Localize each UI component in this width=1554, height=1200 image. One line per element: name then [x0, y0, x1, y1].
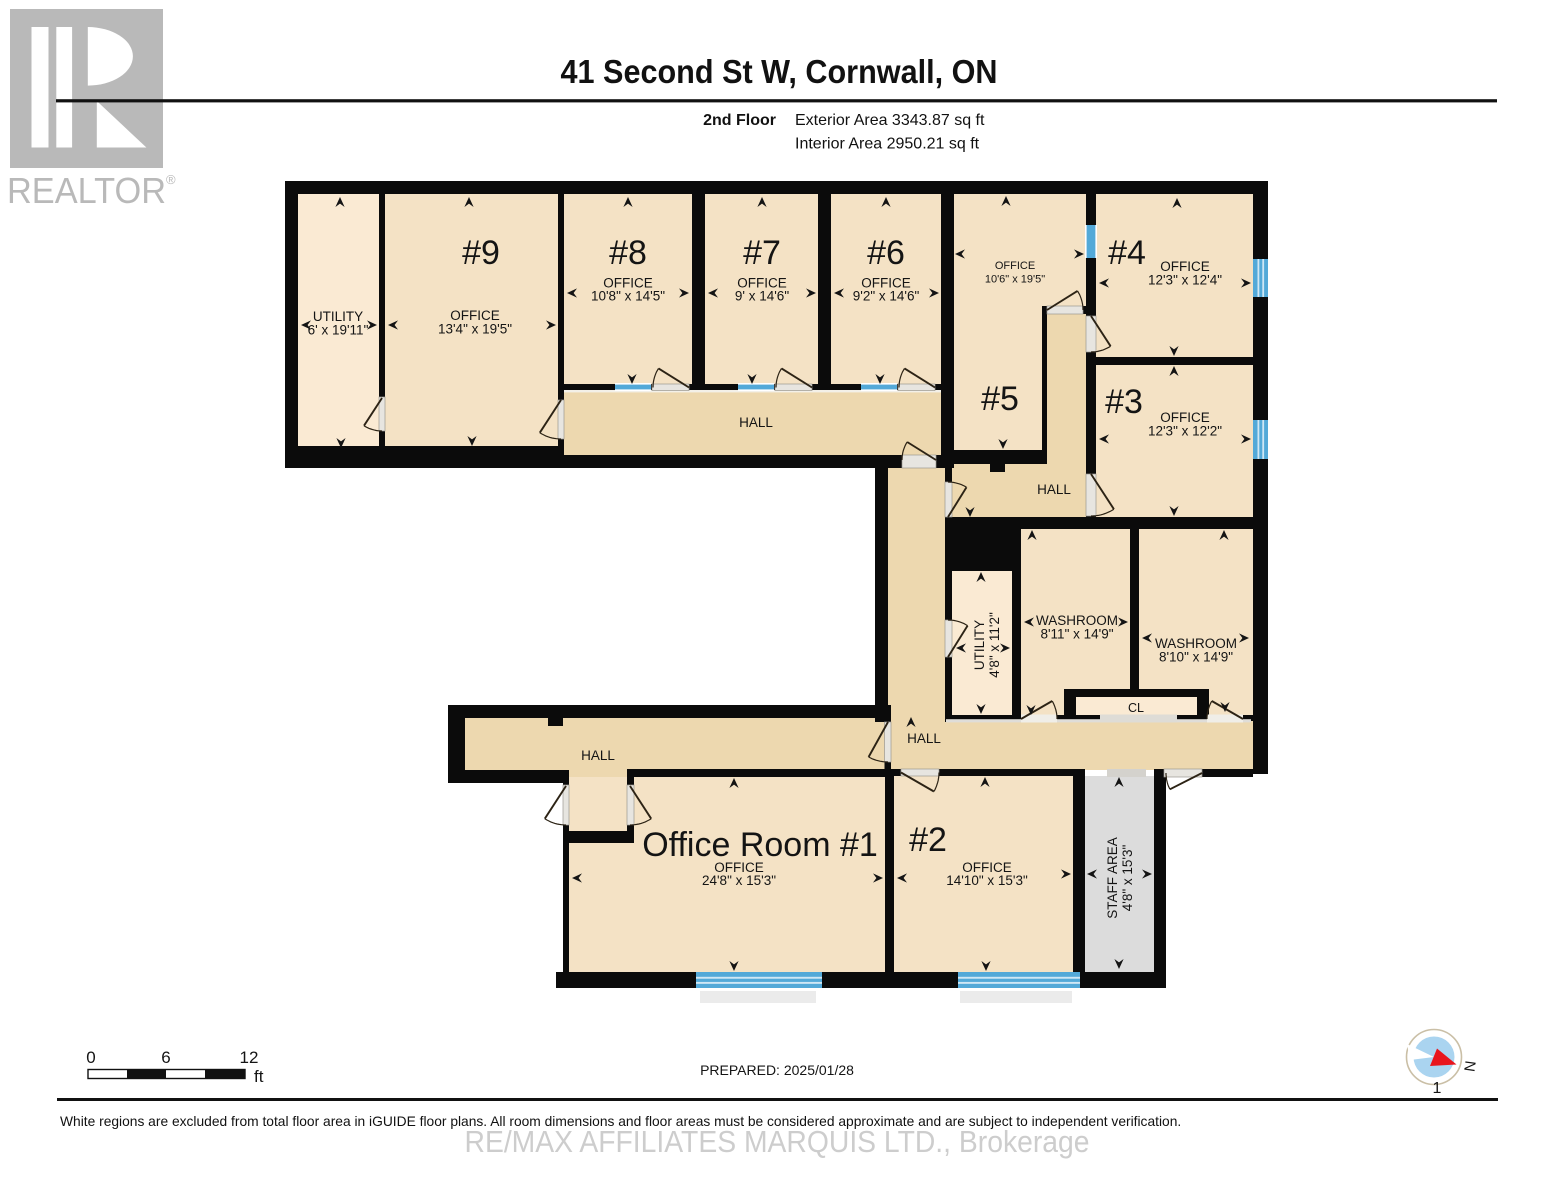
svg-text:PREPARED: 2025/01/28: PREPARED: 2025/01/28	[700, 1062, 854, 1078]
svg-text:6: 6	[161, 1048, 170, 1067]
svg-text:9' x 14'6": 9' x 14'6"	[735, 289, 789, 304]
svg-text:ft: ft	[254, 1067, 264, 1086]
svg-text:12'3" x 12'4": 12'3" x 12'4"	[1148, 273, 1222, 288]
svg-text:#6: #6	[867, 234, 905, 272]
svg-text:4'8" x 15'3": 4'8" x 15'3"	[1120, 845, 1135, 912]
svg-text:#7: #7	[743, 234, 781, 272]
svg-text:HALL: HALL	[907, 731, 941, 746]
svg-text:HALL: HALL	[581, 748, 615, 763]
svg-text:#9: #9	[462, 234, 500, 272]
svg-text:#8: #8	[609, 234, 647, 272]
svg-text:10'8" x 14'5": 10'8" x 14'5"	[591, 289, 665, 304]
svg-text:OFFICE: OFFICE	[962, 860, 1012, 875]
svg-text:8'11" x 14'9": 8'11" x 14'9"	[1040, 627, 1113, 642]
svg-text:White regions are excluded fro: White regions are excluded from total fl…	[60, 1114, 1181, 1129]
svg-text:#3: #3	[1105, 383, 1143, 421]
svg-text:9'2" x 14'6": 9'2" x 14'6"	[853, 289, 920, 304]
svg-text:STAFF AREA: STAFF AREA	[1105, 837, 1120, 919]
svg-text:®: ®	[166, 172, 176, 187]
svg-text:WASHROOM: WASHROOM	[1155, 636, 1237, 651]
svg-text:OFFICE: OFFICE	[603, 276, 653, 291]
svg-text:#2: #2	[909, 821, 947, 859]
svg-text:24'8" x 15'3": 24'8" x 15'3"	[702, 873, 776, 888]
svg-text:4'8" x 11'2": 4'8" x 11'2"	[987, 612, 1002, 678]
svg-text:12: 12	[240, 1048, 259, 1067]
svg-text:OFFICE: OFFICE	[714, 860, 764, 875]
svg-text:WASHROOM: WASHROOM	[1036, 613, 1118, 628]
svg-text:OFFICE: OFFICE	[737, 276, 787, 291]
svg-text:41 Second St W, Cornwall, ON: 41 Second St W, Cornwall, ON	[561, 53, 998, 90]
svg-text:REALTOR: REALTOR	[7, 170, 166, 211]
svg-text:HALL: HALL	[739, 415, 773, 430]
svg-text:2nd Floor: 2nd Floor	[703, 112, 776, 129]
svg-text:OFFICE: OFFICE	[1160, 410, 1210, 425]
svg-text:12'3" x 12'2": 12'3" x 12'2"	[1148, 424, 1222, 439]
svg-text:Interior Area 2950.21 sq ft: Interior Area 2950.21 sq ft	[795, 136, 980, 153]
svg-text:RE/MAX AFFILIATES MARQUIS LTD.: RE/MAX AFFILIATES MARQUIS LTD., Brokerag…	[465, 1124, 1090, 1159]
svg-text:6' x 19'11": 6' x 19'11"	[308, 323, 369, 338]
svg-text:13'4" x 19'5": 13'4" x 19'5"	[438, 322, 512, 337]
svg-text:HALL: HALL	[1037, 482, 1071, 497]
svg-text:Office Room #1: Office Room #1	[642, 826, 878, 864]
svg-text:UTILITY: UTILITY	[972, 620, 987, 670]
svg-text:OFFICE: OFFICE	[1160, 259, 1210, 274]
svg-text:UTILITY: UTILITY	[313, 309, 363, 324]
svg-text:8'10" x 14'9": 8'10" x 14'9"	[1159, 650, 1233, 665]
svg-text:#5: #5	[981, 380, 1019, 418]
svg-text:Exterior Area 3343.87 sq ft: Exterior Area 3343.87 sq ft	[795, 112, 985, 129]
svg-text:N: N	[1460, 1060, 1478, 1073]
svg-text:10'6" x 19'5": 10'6" x 19'5"	[985, 274, 1045, 286]
svg-text:CL: CL	[1128, 701, 1144, 715]
svg-text:OFFICE: OFFICE	[861, 276, 911, 291]
svg-text:#4: #4	[1108, 234, 1146, 272]
svg-text:0: 0	[86, 1048, 95, 1067]
svg-text:14'10" x 15'3": 14'10" x 15'3"	[946, 873, 1028, 888]
svg-text:OFFICE: OFFICE	[450, 308, 500, 323]
svg-text:OFFICE: OFFICE	[995, 260, 1035, 272]
svg-text:1: 1	[1433, 1080, 1442, 1097]
